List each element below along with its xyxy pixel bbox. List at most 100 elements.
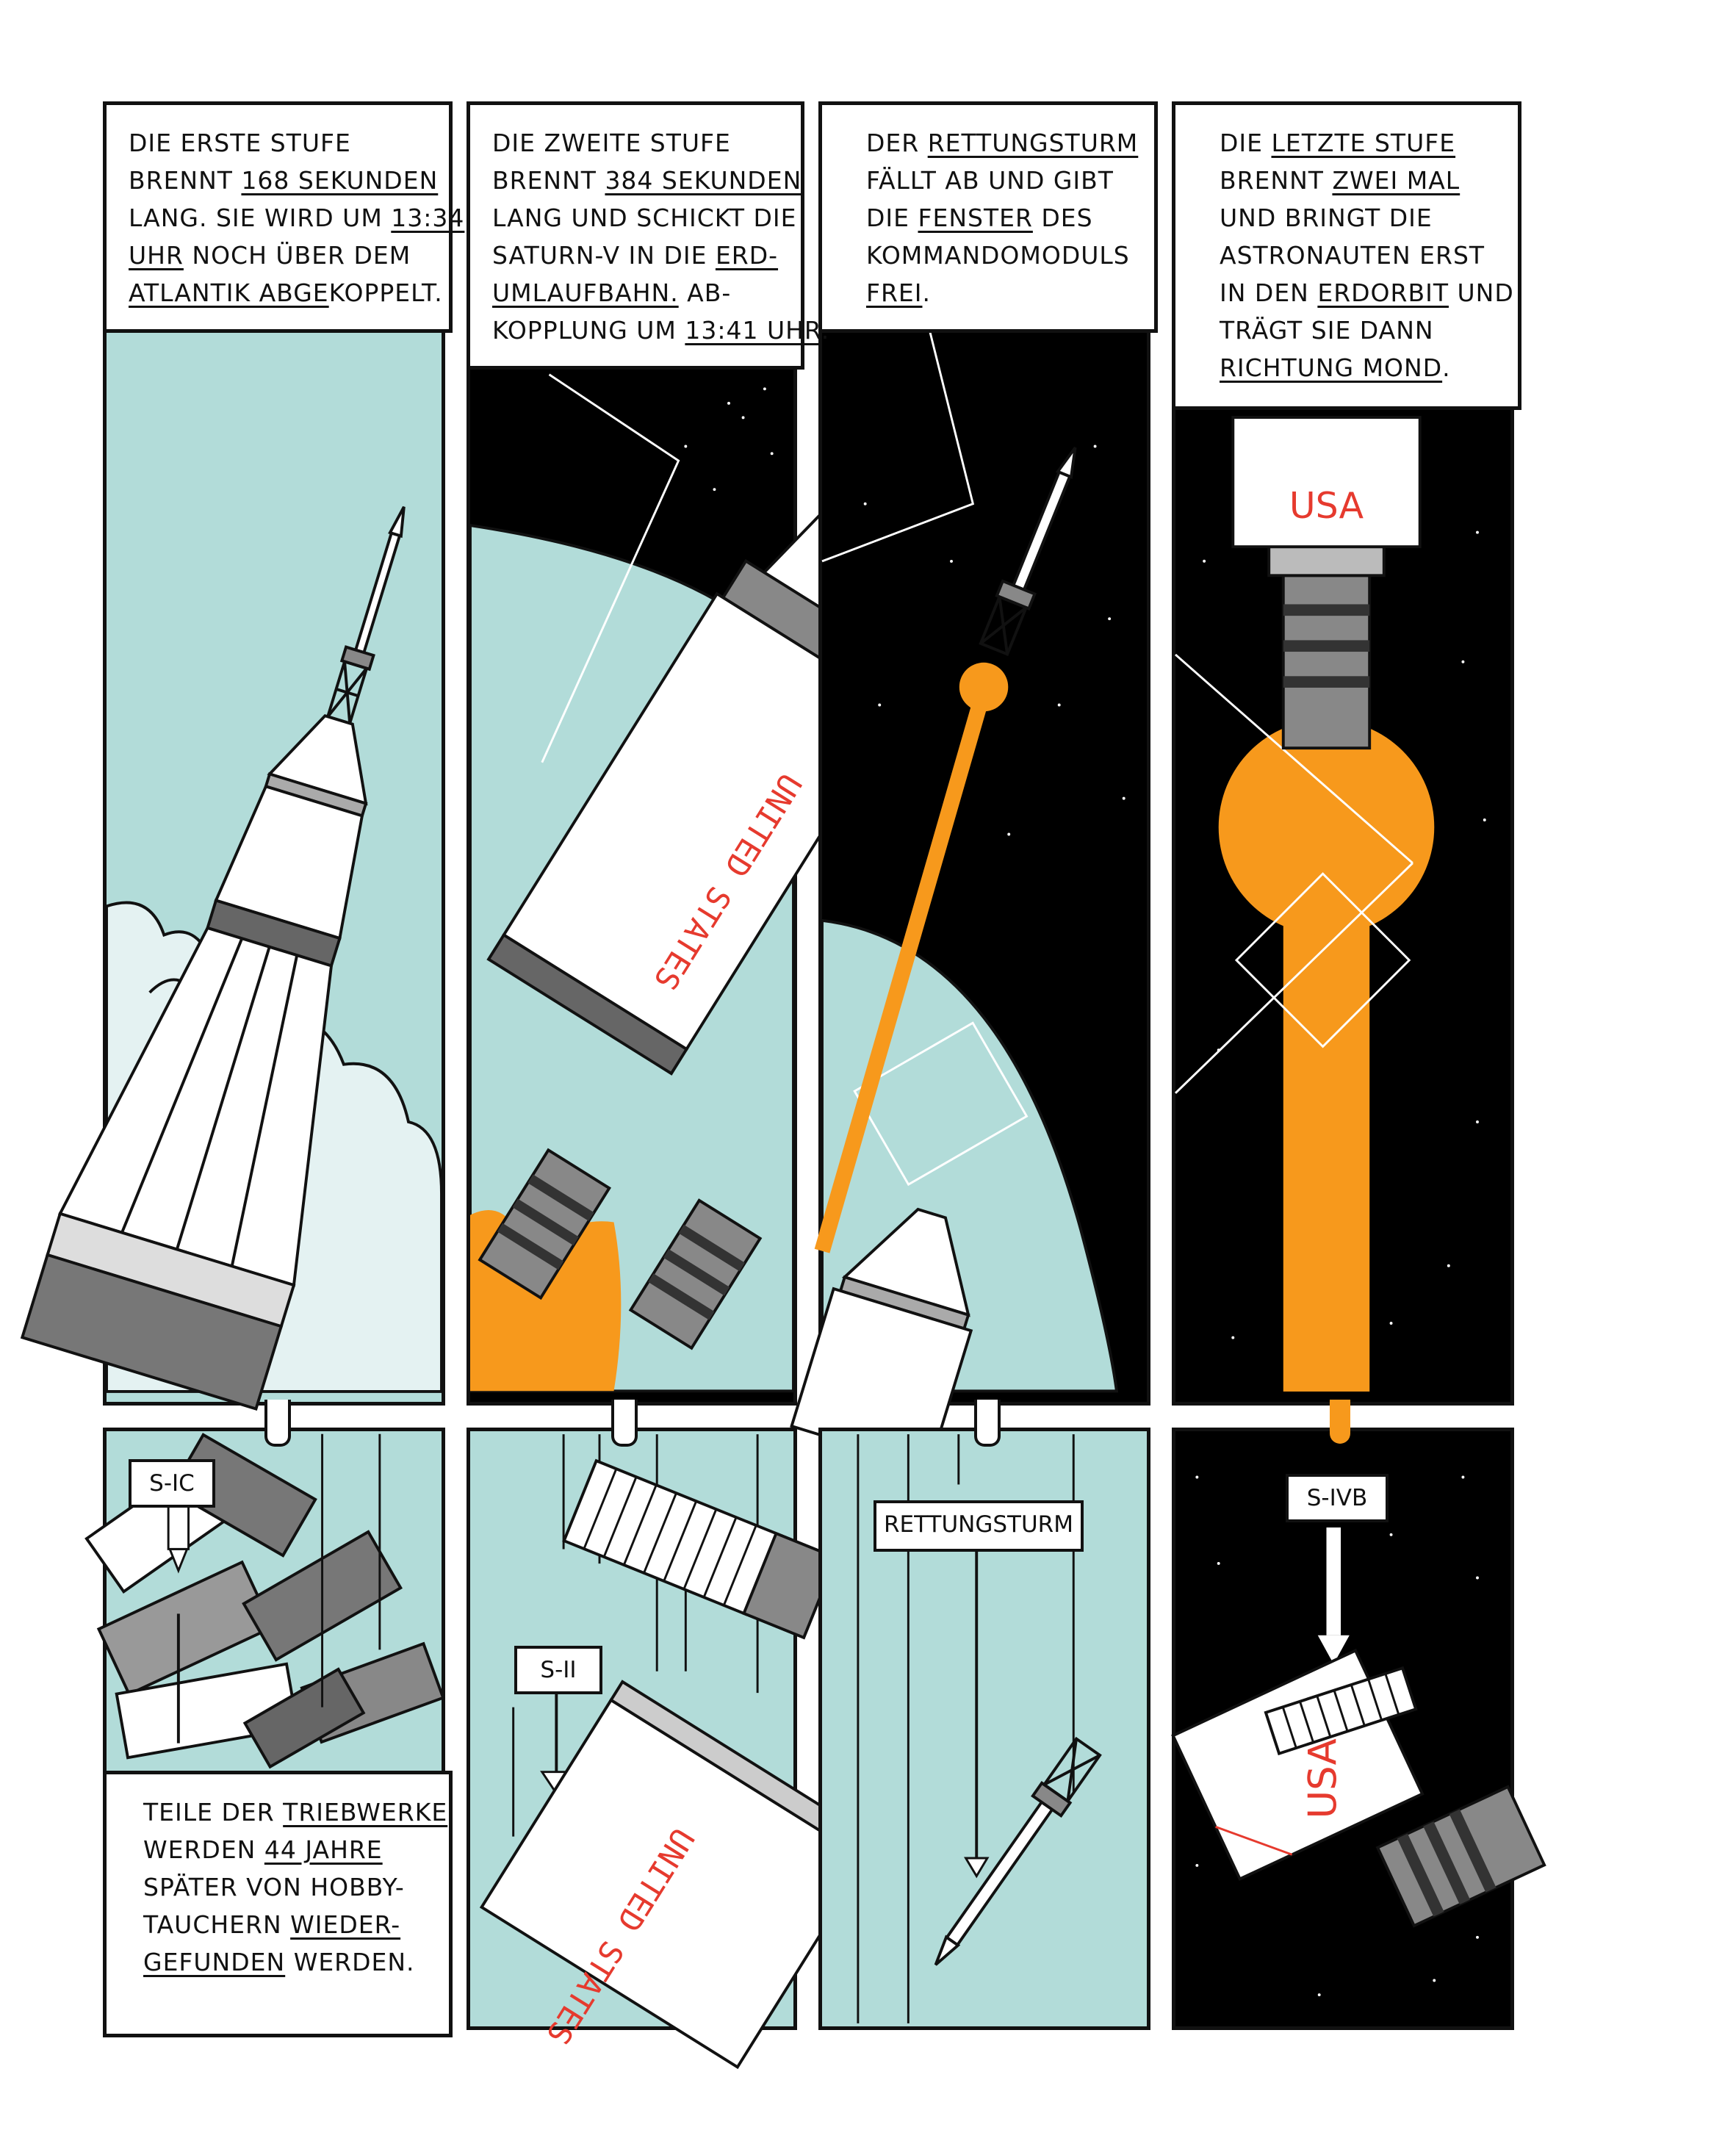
last-stage-illustration: USA — [1174, 416, 1486, 1392]
caption-text: Teile der — [143, 1798, 284, 1827]
first-stage-debris-illustration — [84, 1433, 445, 1769]
caption-emphasis: Atlantik abge — [129, 278, 329, 307]
caption-line: die Fenster des — [866, 199, 1154, 237]
caption-line: Richtung Mond. — [1220, 349, 1518, 386]
panel-connector-3 — [974, 1400, 1001, 1447]
caption-text: kopplung um — [492, 316, 685, 345]
caption-emphasis: Rettungsturm — [927, 129, 1139, 157]
caption-text: Ab- — [678, 278, 732, 307]
caption-emphasis: zwei mal — [1332, 166, 1461, 195]
caption-text: Die zweite Stufe — [492, 129, 731, 157]
caption-text: Kommandomoduls — [866, 241, 1130, 270]
panel-tower-falling: Rettungsturm — [818, 1428, 1150, 2030]
caption-line: brennt 384 Sekunden — [492, 162, 801, 199]
caption-line: Die erste Stufe — [129, 124, 449, 162]
label-s-ivb: S-IVB — [1286, 1474, 1389, 1522]
caption-emphasis: gefunden — [143, 1948, 286, 1976]
tower-falling-illustration — [857, 1434, 1102, 2023]
caption-engines-found: Teile der Triebwerkewerden 44 Jahrespäte… — [103, 1771, 453, 2037]
caption-text: Der — [866, 129, 928, 157]
caption-line: brennt zwei mal — [1220, 162, 1518, 199]
caption-text: brennt — [492, 166, 605, 195]
caption-emphasis: Triebwerke — [283, 1798, 448, 1827]
panel-last-stage: USA Die letzte Stufebrennt zwei malund b… — [1172, 101, 1521, 1406]
caption-line: kopplung um 13:41 Uhr. — [492, 312, 829, 349]
caption-emphasis: Erd- — [715, 241, 779, 270]
caption-text: Saturn-V in die — [492, 241, 716, 270]
panel-connector-2 — [611, 1400, 638, 1447]
caption-line: Astronauten erst — [1220, 237, 1518, 274]
caption-line: umlaufbahn. Ab- — [492, 274, 801, 312]
panel-first-stage: Die erste Stufebrennt 168 Sekundenlang. … — [20, 101, 464, 1411]
caption-text: Die — [1220, 129, 1272, 157]
first-stage-illustration — [20, 505, 443, 1411]
caption-line: und bringt die — [1220, 199, 1518, 237]
caption-line: lang. Sie wird um 13:34 — [129, 199, 464, 237]
caption-line: Kommandomoduls — [866, 237, 1154, 274]
panel-first-stage-debris: S-IC Teile der Triebwerkewerden 44 Jahre… — [84, 1428, 453, 2037]
caption-last-stage: Die letzte Stufebrennt zwei malund bring… — [1172, 101, 1521, 410]
caption-emphasis: 13:41 Uhr — [685, 316, 821, 345]
caption-text: tauchern — [143, 1910, 291, 1939]
panel-connector-1 — [264, 1400, 291, 1447]
panel-second-stage-separation: UNITED STATES S-II — [467, 1428, 881, 2070]
caption-emphasis: Richtung Mond — [1220, 353, 1443, 382]
caption-emphasis: Uhr — [129, 241, 184, 270]
caption-text: fällt ab und gibt — [866, 166, 1114, 195]
s-ivb-separation-illustration: USA — [1171, 1475, 1546, 1997]
caption-emphasis: Erdorbit — [1317, 278, 1449, 307]
caption-line: Saturn-V in die Erd- — [492, 237, 801, 274]
caption-line: fällt ab und gibt — [866, 162, 1154, 199]
usa-marking-lower: USA — [1300, 1738, 1345, 1818]
caption-text: und bringt die — [1220, 204, 1433, 232]
caption-line: Teile der Triebwerke — [143, 1793, 449, 1831]
label-s-ic: S-IC — [129, 1459, 215, 1508]
caption-line: Atlantik abgekoppelt. — [129, 274, 449, 312]
caption-line: Uhr noch über dem — [129, 237, 449, 274]
caption-text: und — [1448, 278, 1514, 307]
caption-emphasis: Wieder- — [290, 1910, 401, 1939]
caption-emphasis: frei — [866, 278, 923, 307]
caption-escape-tower: Der Rettungsturm fällt ab und gibt die Fen… — [818, 101, 1158, 333]
caption-first-stage: Die erste Stufebrennt 168 Sekundenlang. … — [103, 101, 464, 333]
caption-text: noch über dem — [183, 241, 411, 270]
caption-line: später von Hobby- — [143, 1868, 449, 1906]
caption-line: tauchern Wieder- — [143, 1906, 449, 1943]
caption-text: werden. — [285, 1948, 415, 1976]
escape-tower-illustration — [790, 331, 1125, 1470]
panel-escape-tower: Der Rettungsturm fällt ab und gibt die Fen… — [790, 101, 1158, 1470]
caption-emphasis: 13:34 — [391, 204, 465, 232]
caption-text: Die erste Stufe — [129, 129, 351, 157]
caption-emphasis: 168 Sekunden — [241, 166, 439, 195]
caption-emphasis: 44 Jahre — [264, 1835, 383, 1864]
caption-emphasis: umlaufbahn. — [492, 278, 679, 307]
caption-line: werden 44 Jahre — [143, 1831, 449, 1868]
panel-s-ivb-separation: USA S-IVB — [1171, 1428, 1546, 2030]
second-stage-separation-illustration: UNITED STATES — [479, 1434, 881, 2070]
caption-text: trägt sie dann — [1220, 316, 1434, 345]
caption-text: . — [922, 278, 931, 307]
caption-text: brennt — [1220, 166, 1333, 195]
label-s-ii: S-II — [514, 1646, 602, 1694]
caption-second-stage: Die zweite Stufe brennt 384 Sekunden lang … — [467, 101, 829, 370]
caption-line: Die zweite Stufe — [492, 124, 801, 162]
caption-emphasis: letzte Stufe — [1271, 129, 1456, 157]
usa-marking: USA — [1289, 485, 1364, 527]
caption-line: lang und schickt die — [492, 199, 801, 237]
caption-text: . — [1442, 353, 1451, 382]
caption-line: Die letzte Stufe — [1220, 124, 1518, 162]
caption-line: frei. — [866, 274, 1154, 312]
caption-emphasis: 384 Sekunden — [605, 166, 802, 195]
caption-text: Astronauten erst — [1220, 241, 1485, 270]
caption-line: gefunden werden. — [143, 1943, 449, 1981]
caption-line: trägt sie dann — [1220, 312, 1518, 349]
caption-emphasis: Fenster — [918, 204, 1033, 232]
panel-second-stage: UNITED STATES Die zweite Stufebrennt 384… — [467, 101, 935, 1406]
caption-text: die — [866, 204, 918, 232]
caption-text: brennt — [129, 166, 242, 195]
label-rettungsturm: Rettungsturm — [874, 1500, 1084, 1552]
caption-line: in den Erdorbit und — [1220, 274, 1518, 312]
caption-text: des — [1032, 204, 1093, 232]
caption-text: lang und schickt die — [492, 204, 797, 232]
caption-line: brennt 168 Sekunden — [129, 162, 449, 199]
